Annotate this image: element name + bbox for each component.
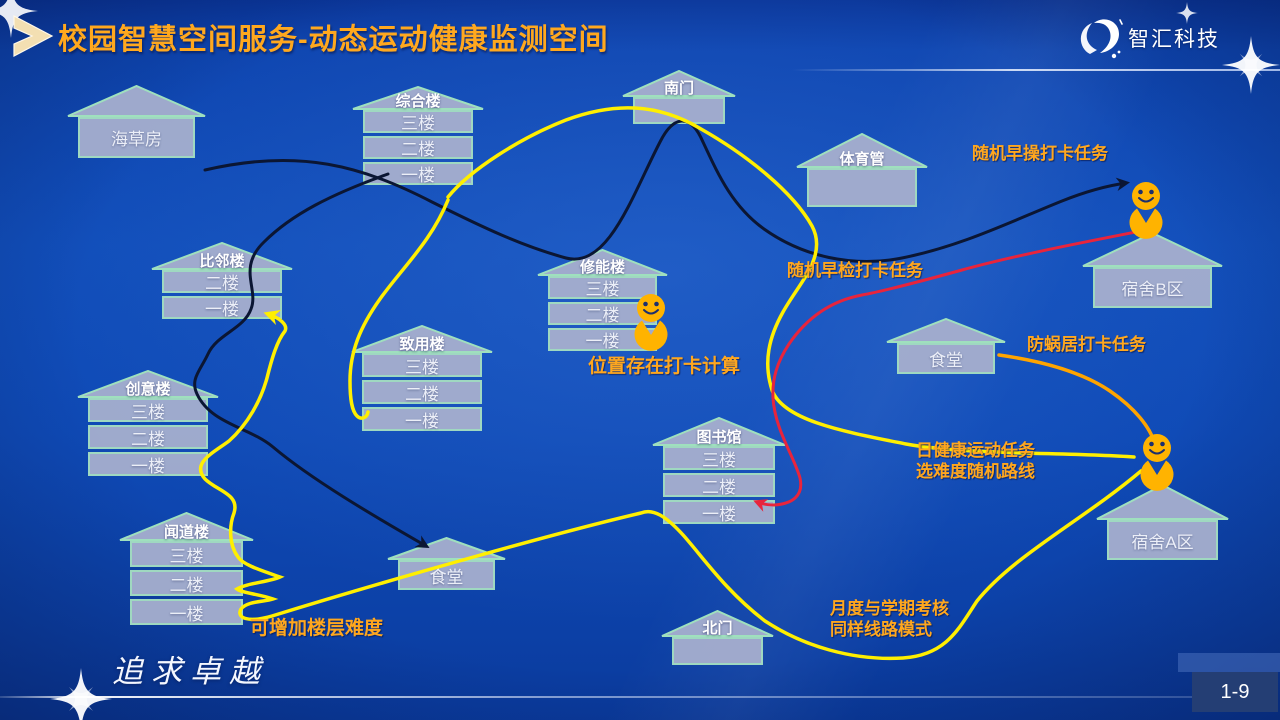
floor-wendaolou-2: 二楼 [130, 570, 243, 596]
roof-shape [886, 318, 1006, 343]
building-zhiyonglou: 致用楼三楼二楼一楼 [351, 325, 493, 431]
floor-bilinlou-2: 二楼 [162, 270, 282, 293]
task-label-line: 位置存在打卡计算 [588, 356, 741, 377]
floor-zonghelou-2: 二楼 [363, 136, 473, 159]
floor-xiunenglou-2: 二楼 [548, 302, 657, 325]
building-tiyuguan: 体育管 [796, 133, 928, 207]
task-label-location-presence: 位置存在打卡计算 [588, 355, 740, 379]
building-chuangyilou: 创意楼三楼二楼一楼 [77, 370, 219, 476]
chevron-icon [13, 15, 54, 57]
slide-title: 校园智慧空间服务-动态运动健康监测空间 [58, 24, 609, 56]
task-label-morning-exercise: 随机早操打卡任务 [972, 143, 1108, 164]
task-label-line: 随机早操打卡任务 [972, 144, 1108, 163]
building-zonghelou: 综合楼三楼二楼一楼 [352, 86, 484, 185]
task-label-line: 防蜗居打卡任务 [1027, 335, 1146, 354]
building-name-label: 创意楼 [125, 381, 171, 398]
building-body-tiyuguan [807, 168, 917, 207]
page-number-badge: 1-9 [1192, 672, 1278, 712]
floor-zhiyonglou-3: 三楼 [362, 353, 482, 377]
floor-bilinlou-1: 一楼 [162, 296, 282, 319]
floor-chuangyilou-1: 一楼 [88, 452, 208, 476]
task-label-line: 同样线路模式 [830, 620, 932, 640]
building-body-shitang-bottom: 食堂 [398, 560, 495, 590]
building-body-sushe-a: 宿舍A区 [1107, 520, 1218, 560]
task-label-morning-check: 随机早检打卡任务 [787, 260, 923, 281]
building-body-shitang-right: 食堂 [897, 343, 995, 374]
building-tushuguan: 图书馆三楼二楼一楼 [652, 417, 786, 524]
figure-dorm-b-icon [1129, 182, 1163, 239]
motto-text: 追求卓越 [112, 654, 268, 690]
floor-zhiyonglou-1: 一楼 [362, 407, 482, 431]
company-logo: 智汇科技 [1074, 14, 1220, 62]
floor-wendaolou-1: 一楼 [130, 599, 243, 625]
building-name-label: 致用楼 [399, 336, 445, 353]
building-beimen: 北门 [661, 610, 774, 665]
floor-wendaolou-3: 三楼 [130, 541, 243, 567]
building-shitang-bottom: 食堂 [387, 537, 506, 590]
roof-shape [67, 85, 206, 117]
roof-shape [387, 537, 506, 560]
floor-tushuguan-3: 三楼 [663, 446, 775, 470]
roof-shape [77, 370, 219, 398]
footer-separator-line [0, 696, 1212, 698]
route-orange-route [997, 353, 1156, 443]
floor-xiunenglou-3: 三楼 [548, 276, 657, 299]
building-name-label: 北门 [702, 620, 733, 637]
building-shitang-right: 食堂 [886, 318, 1006, 374]
header-separator-line [792, 69, 1280, 71]
floor-tushuguan-1: 一楼 [663, 500, 775, 524]
building-xiunenglou: 修能楼三楼二楼一楼 [537, 249, 668, 351]
task-label-monthly-assessment: 月度与学期考核同样线路模式 [830, 598, 949, 641]
building-wendaolou: 闻道楼三楼二楼一楼 [119, 512, 254, 625]
building-body-sushe-b: 宿舍B区 [1093, 267, 1212, 308]
roof-shape [1082, 232, 1223, 267]
building-name-label: 修能楼 [579, 259, 625, 276]
floor-chuangyilou-3: 三楼 [88, 398, 208, 422]
floor-chuangyilou-2: 二楼 [88, 425, 208, 449]
footer-accent-band [1178, 653, 1280, 672]
building-name-label: 图书馆 [696, 429, 742, 446]
logo-mark-icon [1080, 19, 1123, 59]
figure-dorm-a-icon [1140, 434, 1174, 491]
building-bilinlou: 比邻楼二楼一楼 [151, 242, 293, 319]
sparkle-icon [1222, 36, 1280, 94]
building-sushe-b: 宿舍B区 [1082, 232, 1223, 308]
logo-text: 智汇科技 [1128, 28, 1220, 51]
sparkle-icon [50, 668, 112, 720]
task-label-anti-dwelling: 防蜗居打卡任务 [1027, 334, 1146, 355]
building-nanmen: 南门 [622, 70, 736, 124]
task-label-line: 日健康运动任务 [916, 441, 1035, 460]
building-body-beimen [672, 637, 763, 665]
task-label-line: 月度与学期考核 [830, 599, 949, 618]
roof-shape [352, 86, 484, 110]
task-label-daily-health: 日健康运动任务选难度随机路线 [916, 440, 1035, 483]
task-label-line: 选难度随机路线 [916, 462, 1035, 482]
task-label-line: 可增加楼层难度 [250, 618, 384, 639]
building-name-label: 南门 [663, 80, 694, 97]
floor-zhiyonglou-2: 二楼 [362, 380, 482, 404]
building-name-label: 体育管 [839, 151, 885, 168]
task-label-line: 随机早检打卡任务 [787, 261, 923, 280]
floor-zonghelou-1: 一楼 [363, 162, 473, 185]
floor-zonghelou-3: 三楼 [363, 110, 473, 133]
floor-xiunenglou-1: 一楼 [548, 328, 657, 351]
roof-shape [1096, 484, 1229, 520]
task-label-floor-difficulty: 可增加楼层难度 [250, 617, 383, 641]
building-body-nanmen [633, 97, 725, 124]
building-sushe-a: 宿舍A区 [1096, 484, 1229, 560]
floor-tushuguan-2: 二楼 [663, 473, 775, 497]
building-name-label: 综合楼 [395, 93, 441, 110]
roof-shape [622, 70, 736, 97]
building-name-label: 比邻楼 [199, 253, 245, 270]
building-name-label: 闻道楼 [163, 524, 209, 541]
building-haicaofang: 海草房 [67, 85, 206, 158]
building-body-haicaofang: 海草房 [78, 117, 195, 158]
